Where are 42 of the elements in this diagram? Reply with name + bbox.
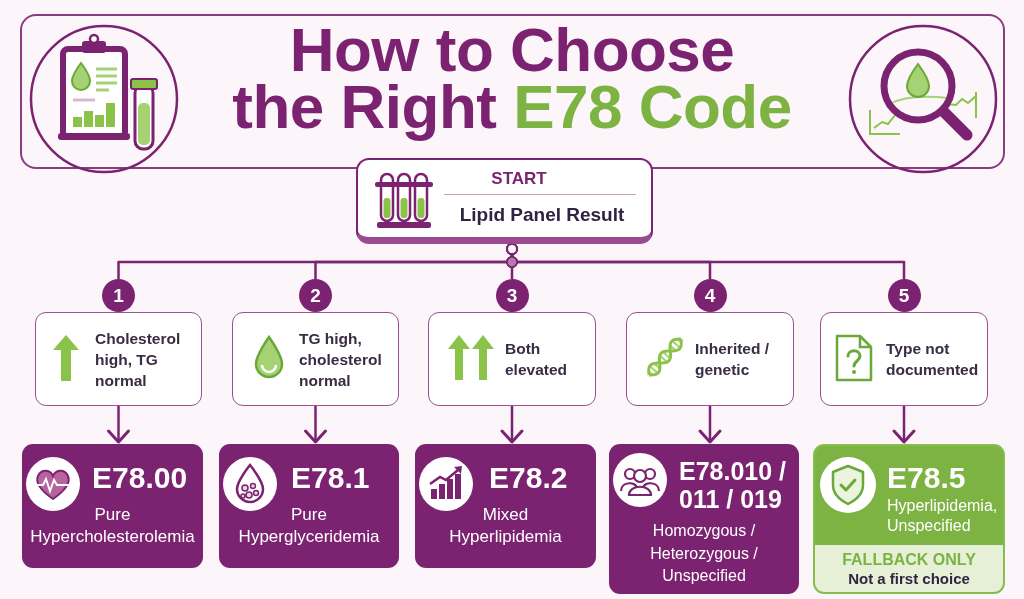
- step-number: 3: [495, 279, 529, 312]
- code-text: E78.00: [92, 461, 188, 495]
- code-text: E78.010 / 011 / 019: [679, 457, 788, 513]
- condition-box: [820, 312, 988, 406]
- arrow: [107, 406, 130, 444]
- code-text: E78.1: [291, 461, 370, 495]
- condition-text: Inherited / genetic: [695, 339, 771, 380]
- start-label: START: [490, 169, 548, 189]
- code-description: Homozygous / Heterozygous / Unspecified: [649, 521, 759, 586]
- fallback-note: Not a first choice: [848, 568, 970, 588]
- step-number: 5: [887, 279, 921, 312]
- code-box: [415, 444, 596, 568]
- step-number: 1: [102, 279, 135, 312]
- start-text: Lipid Panel Result: [458, 203, 626, 227]
- title: How to Choose the Right E78 Code: [231, 21, 793, 142]
- fallback-code-box: [813, 444, 1005, 594]
- branch-line: [506, 243, 906, 279]
- condition-box: [232, 312, 399, 406]
- fallback-label: FALLBACK ONLY: [842, 549, 976, 569]
- condition-text: Type not documented: [886, 339, 980, 380]
- arrow: [892, 406, 916, 444]
- condition-box: [35, 312, 202, 406]
- condition-text: Cholesterol high, TG normal: [95, 328, 182, 391]
- code-text: E78.2: [489, 461, 568, 495]
- arrow: [500, 406, 524, 444]
- arrow: [698, 406, 722, 444]
- condition-text: Both elevated: [505, 339, 569, 380]
- step-number: 4: [693, 279, 727, 312]
- condition-box: [428, 312, 596, 406]
- code-description: Mixed Hyperlipidemia: [448, 504, 563, 548]
- arrow: [304, 406, 327, 444]
- code-description: Pure Hyperglyceridemia: [237, 504, 381, 548]
- condition-box: [626, 312, 794, 406]
- condition-text: TG high, cholesterol normal: [299, 328, 383, 391]
- code-description: Hyperlipidemia, Unspecified: [887, 496, 999, 536]
- start-box: [356, 158, 653, 244]
- code-box: [219, 444, 399, 568]
- code-box: [22, 444, 203, 568]
- code-box: [609, 444, 799, 594]
- code-text: E78.5: [887, 461, 966, 495]
- code-description: Pure Hypercholesterolemia: [29, 504, 196, 548]
- step-number: 2: [299, 279, 332, 312]
